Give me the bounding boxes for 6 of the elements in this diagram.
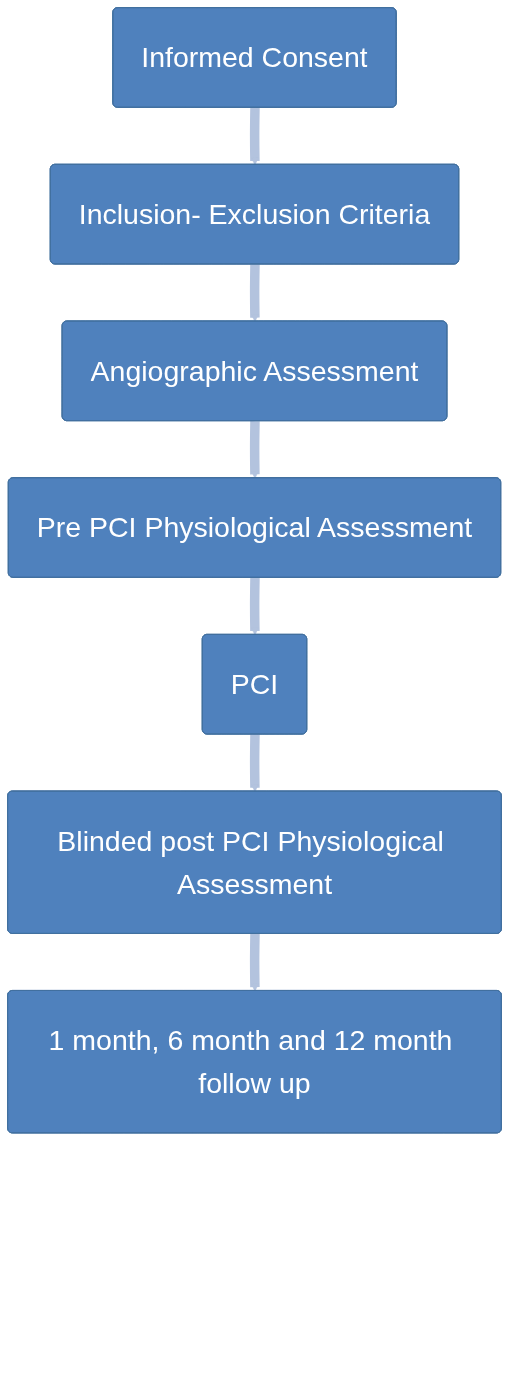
arrow [249,933,260,992]
arrow [249,577,260,636]
arrow [249,421,260,479]
arrow [249,734,260,792]
arrow [249,107,260,166]
arrow [249,264,260,322]
